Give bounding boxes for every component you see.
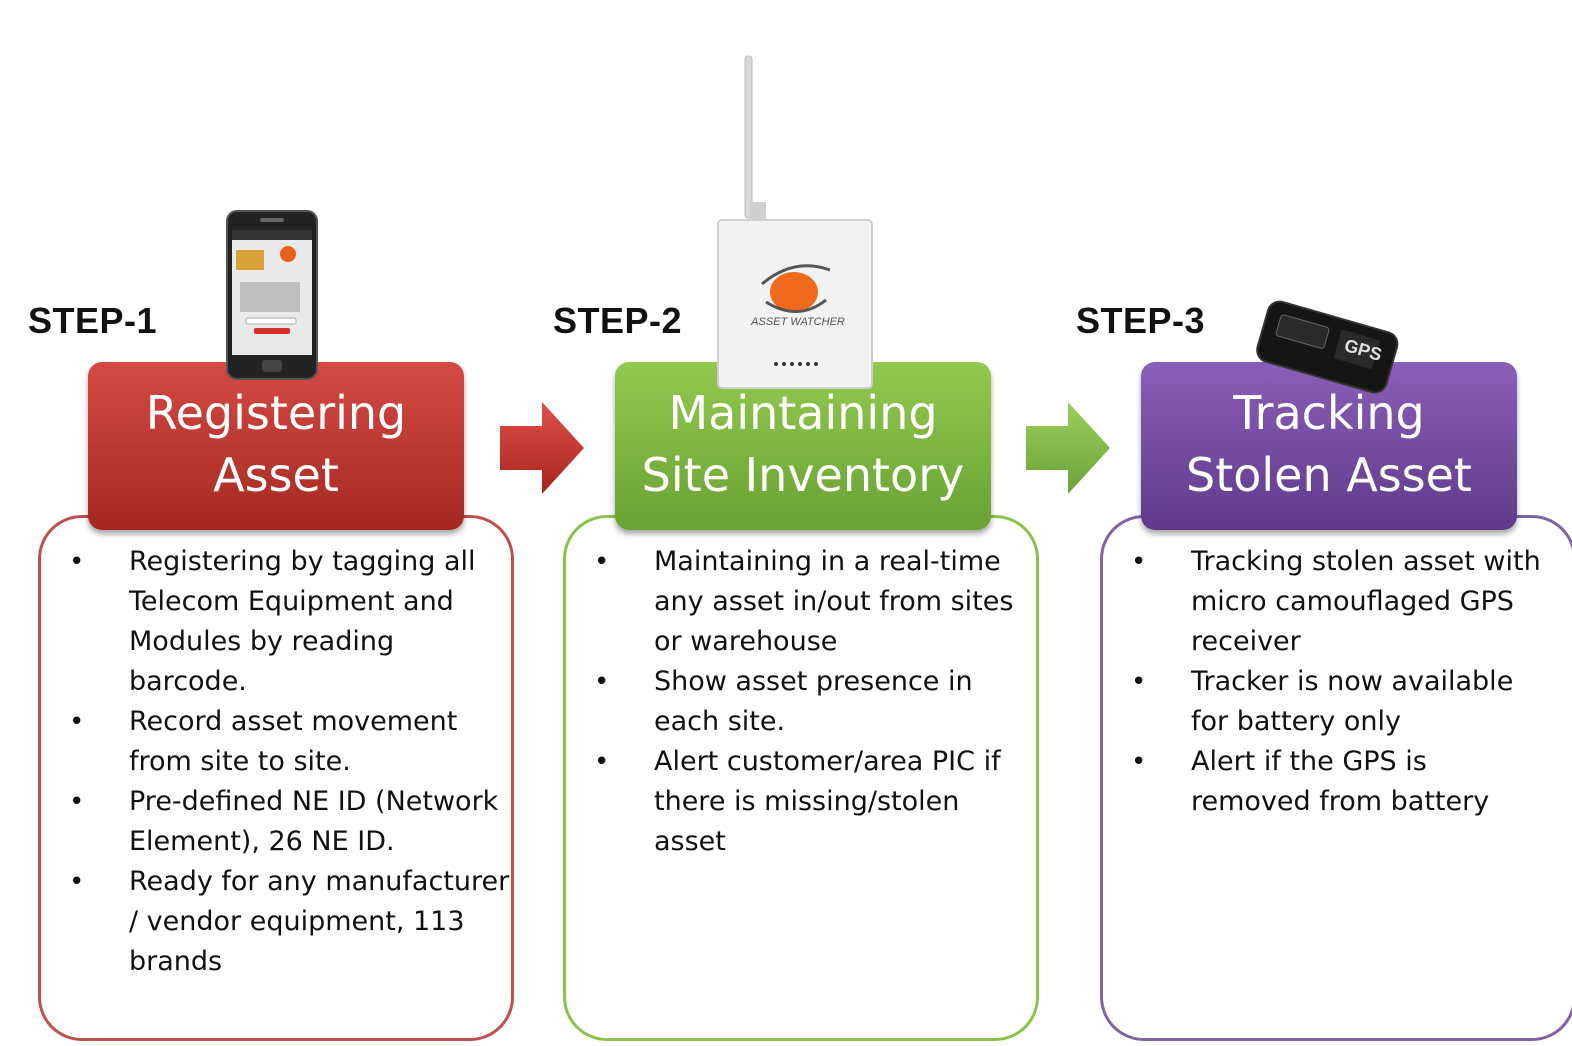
step-1-title-line-1: Registering [145,386,407,440]
step-1-box: Registering by tagging all Telecom Equip… [38,515,514,1041]
step-3-bullets: Tracking stolen asset with micro camoufl… [1103,542,1543,822]
step-1-header: Registering Asset [88,362,464,530]
step-2-header: Maintaining Site Inventory [615,362,991,530]
bullet-item: Maintaining in a real-time any asset in/… [566,542,1036,662]
step-3-header: Tracking Stolen Asset [1141,362,1517,530]
step-2-title-line-1: Maintaining [668,386,938,440]
step-3-box: Tracking stolen asset with micro camoufl… [1100,515,1572,1041]
smartphone-icon [226,210,318,380]
bullet-item: Record asset movement from site to site. [41,702,511,782]
step-3-title-line-1: Tracking [1233,386,1425,440]
bullet-item: Alert customer/area PIC if there is miss… [566,742,1036,862]
bullet-item: Tracker is now available for battery onl… [1103,662,1543,742]
bullet-item: Ready for any manufacturer / vendor equi… [41,862,511,982]
reader-logo-text: ASSET WATCHER [751,316,845,328]
step-1-title-line-2: Asset [213,448,339,502]
arrow-right-icon [500,402,584,494]
wireless-reader-icon [717,55,873,389]
step-2-label: STEP-2 [553,300,683,341]
step-2-bullets: Maintaining in a real-time any asset in/… [566,542,1036,862]
step-2-title-line-2: Site Inventory [641,448,965,502]
bullet-item: Tracking stolen asset with micro camoufl… [1103,542,1543,662]
bullet-item: Pre-defined NE ID (Network Element), 26 … [41,782,511,862]
gps-tracker-icon [1256,300,1399,394]
arrow-right-icon [1026,402,1110,494]
step-1-label: STEP-1 [28,300,158,341]
step-2-box: Maintaining in a real-time any asset in/… [563,515,1039,1041]
step-3-label: STEP-3 [1076,300,1206,341]
step-1-bullets: Registering by tagging all Telecom Equip… [41,542,511,982]
bullet-item: Alert if the GPS is removed from battery [1103,742,1543,822]
bullet-item: Registering by tagging all Telecom Equip… [41,542,511,702]
step-3-title-line-2: Stolen Asset [1186,448,1472,502]
bullet-item: Show asset presence in each site. [566,662,1036,742]
